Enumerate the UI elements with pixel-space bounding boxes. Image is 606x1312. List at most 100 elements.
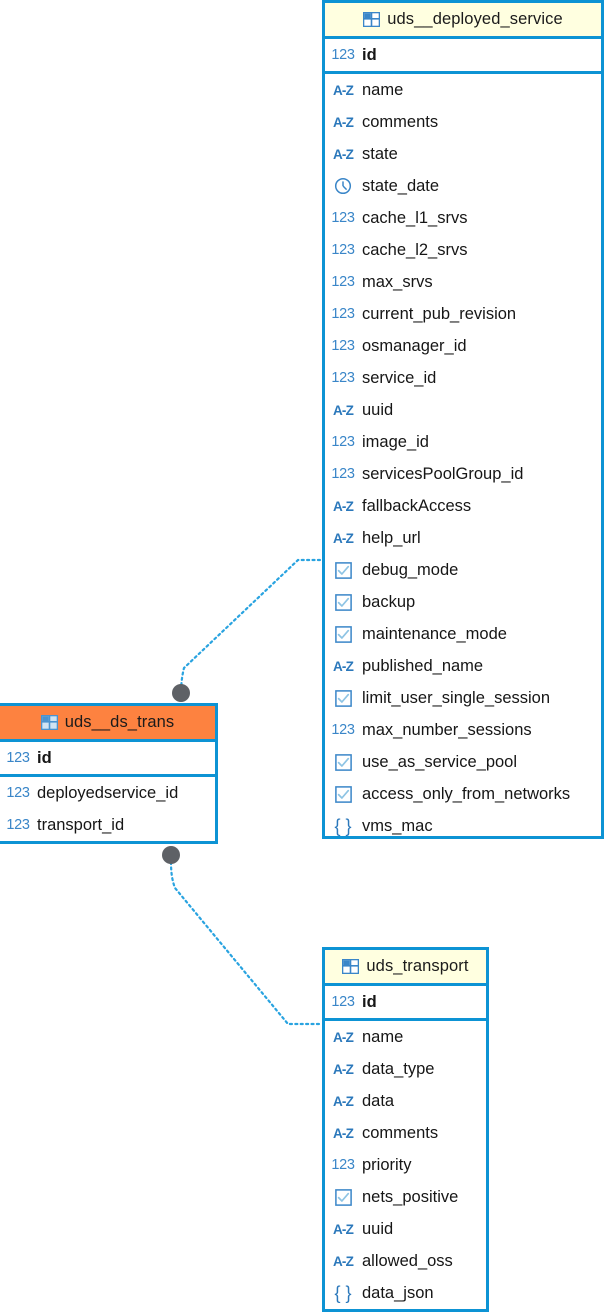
primary-key-section: 123 id	[325, 986, 486, 1021]
relationship-line-dstrans-to-transport	[169, 860, 324, 1026]
field-label: osmanager_id	[362, 336, 467, 355]
string-type-icon: A-Z	[332, 1253, 354, 1269]
string-type-icon: A-Z	[332, 82, 354, 98]
json-type-icon: { }	[334, 1282, 352, 1303]
field-label: id	[362, 45, 377, 64]
integer-type-icon: 123	[331, 210, 355, 226]
field-label: nets_positive	[362, 1187, 459, 1206]
field-label: debug_mode	[362, 560, 459, 579]
field-label: backup	[362, 592, 416, 611]
string-type-icon: A-Z	[332, 1093, 354, 1109]
field-row[interactable]: maintenance_mode	[325, 618, 601, 650]
field-row[interactable]: A-Z data_type	[325, 1053, 486, 1085]
checkbox-icon	[331, 784, 355, 804]
checkbox-icon	[331, 592, 355, 612]
integer-type-icon: 123	[331, 47, 355, 63]
field-row[interactable]: A-Z uuid	[325, 394, 601, 426]
integer-type-icon: 123	[331, 1157, 355, 1173]
string-type-icon: A-Z	[332, 498, 354, 514]
field-row[interactable]: debug_mode	[325, 554, 601, 586]
field-label: help_url	[362, 528, 421, 547]
clock-icon	[331, 176, 355, 196]
field-label: state_date	[362, 176, 440, 195]
string-type-icon: A-Z	[332, 530, 354, 546]
json-type-icon: { }	[334, 815, 352, 836]
integer-type-icon: 123	[6, 785, 30, 801]
string-type-icon: A-Z	[332, 114, 354, 130]
field-row[interactable]: access_only_from_networks	[325, 778, 601, 810]
field-label: state	[362, 144, 398, 163]
field-label: max_srvs	[362, 272, 433, 291]
field-row[interactable]: 123 image_id	[325, 426, 601, 458]
field-row[interactable]: 123 cache_l1_srvs	[325, 202, 601, 234]
integer-type-icon: 123	[331, 306, 355, 322]
checkbox-icon	[331, 560, 355, 580]
field-label: name	[362, 80, 404, 99]
field-row[interactable]: A-Z name	[325, 74, 601, 106]
field-label: id	[37, 748, 52, 767]
string-type-icon: A-Z	[332, 402, 354, 418]
field-label: uuid	[362, 400, 394, 419]
table-grid-icon	[40, 715, 58, 730]
field-row-pk[interactable]: 123 id	[0, 742, 215, 774]
field-row[interactable]: 123 osmanager_id	[325, 330, 601, 362]
field-row[interactable]: state_date	[325, 170, 601, 202]
field-label: data_type	[362, 1059, 435, 1078]
checkbox-icon	[331, 1187, 355, 1207]
integer-type-icon: 123	[331, 434, 355, 450]
field-row[interactable]: 123 priority	[325, 1149, 486, 1181]
field-label: use_as_service_pool	[362, 752, 518, 771]
entity-title: uds__deployed_service	[387, 10, 563, 28]
checkbox-icon	[331, 752, 355, 772]
field-row[interactable]: A-Z fallbackAccess	[325, 490, 601, 522]
field-row[interactable]: A-Z help_url	[325, 522, 601, 554]
field-row[interactable]: { }vms_mac	[325, 810, 601, 842]
string-type-icon: A-Z	[332, 658, 354, 674]
integer-type-icon: 123	[331, 338, 355, 354]
field-label: name	[362, 1027, 404, 1046]
field-label: maintenance_mode	[362, 624, 507, 643]
entity-title: uds_transport	[366, 957, 469, 975]
field-row[interactable]: 123 max_srvs	[325, 266, 601, 298]
field-row[interactable]: { }data_json	[325, 1277, 486, 1309]
string-type-icon: A-Z	[332, 1061, 354, 1077]
integer-type-icon: 123	[331, 370, 355, 386]
field-row[interactable]: backup	[325, 586, 601, 618]
integer-type-icon: 123	[331, 274, 355, 290]
field-row[interactable]: nets_positive	[325, 1181, 486, 1213]
checkbox-icon	[331, 624, 355, 644]
field-row[interactable]: limit_user_single_session	[325, 682, 601, 714]
field-label: service_id	[362, 368, 437, 387]
field-row-pk[interactable]: 123 id	[325, 986, 486, 1018]
integer-type-icon: 123	[331, 466, 355, 482]
integer-type-icon: 123	[331, 722, 355, 738]
field-label: published_name	[362, 656, 484, 675]
field-label: uuid	[362, 1219, 394, 1238]
field-label: priority	[362, 1155, 412, 1174]
field-label: limit_user_single_session	[362, 688, 551, 707]
field-label: cache_l1_srvs	[362, 208, 468, 227]
field-label: image_id	[362, 432, 429, 451]
field-row[interactable]: 123 service_id	[325, 362, 601, 394]
field-row[interactable]: use_as_service_pool	[325, 746, 601, 778]
field-row[interactable]: A-Z published_name	[325, 650, 601, 682]
field-label: fallbackAccess	[362, 496, 472, 515]
field-row-pk[interactable]: 123 id	[325, 39, 601, 71]
